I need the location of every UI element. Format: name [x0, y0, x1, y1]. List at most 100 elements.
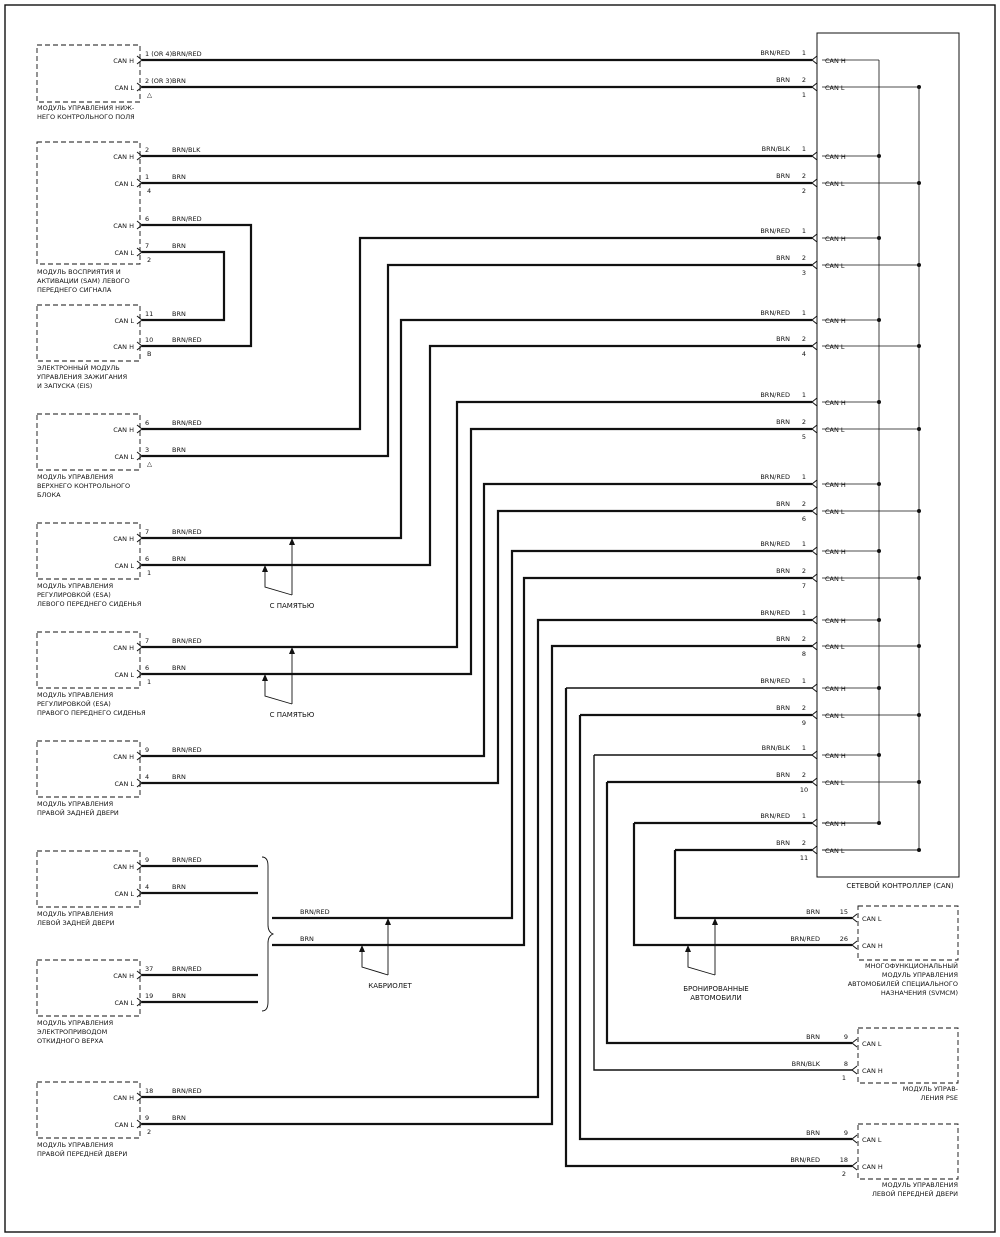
pin-label: CAN H — [825, 617, 846, 625]
wire-color: BRN — [172, 1114, 186, 1122]
pin-label: CAN H — [825, 153, 846, 161]
wire-color: BRN — [806, 908, 820, 916]
pin-number: 4 — [145, 883, 149, 891]
pin-number: 2 — [802, 418, 806, 426]
module-title: ЛЕНИЯ PSE — [921, 1094, 958, 1102]
module-title: МОДУЛЬ УПРАВЛЕНИЯ — [37, 800, 113, 808]
pin-label: CAN H — [862, 1163, 883, 1171]
wire-color: BRN/RED — [760, 227, 790, 235]
pin-label: CAN L — [114, 317, 134, 325]
pin-number: 1 — [802, 391, 806, 399]
pin-number: 1 — [145, 173, 149, 181]
pin-number: 6 — [145, 664, 149, 672]
module-title: МОДУЛЬ УПРАВЛЕНИЯ — [37, 691, 113, 699]
module-title: БЛОКА — [37, 491, 61, 499]
pin-number: 1 — [802, 49, 806, 57]
module-box — [36, 413, 141, 471]
pin-label: CAN L — [114, 780, 134, 788]
pin-label: CAN L — [114, 562, 134, 570]
wire-color: BRN/BLK — [762, 744, 791, 752]
connector-id: 3 — [802, 269, 806, 277]
connector-chevron — [811, 750, 818, 760]
connector-chevron — [136, 247, 143, 257]
pin-number: 2 — [802, 172, 806, 180]
pin-number: 2 — [802, 704, 806, 712]
wire-color: BRN/RED — [760, 540, 790, 548]
pin-number: 19 — [145, 992, 153, 1000]
connector-chevron — [811, 55, 818, 65]
module-box — [36, 1081, 141, 1139]
harness-wire — [272, 576, 812, 947]
pin-label: CAN H — [825, 752, 846, 760]
connector-chevron — [136, 424, 143, 434]
pin-label: CAN L — [825, 508, 845, 516]
connector-chevron — [851, 1161, 858, 1171]
module-title: ПРАВОЙ ПЕРЕДНЕЙ ДВЕРИ — [37, 1149, 127, 1158]
wire-color: BRN/RED — [172, 746, 202, 754]
pin-label: CAN L — [825, 847, 845, 855]
pin-label: CAN L — [114, 180, 134, 188]
connector-chevron — [811, 641, 818, 651]
connector-id: 1 — [802, 91, 806, 99]
pin-label: CAN H — [113, 222, 134, 230]
harness-wire — [142, 263, 812, 458]
wire-color: BRN — [172, 173, 186, 181]
wire-color: BRN/RED — [172, 419, 202, 427]
note-line — [687, 951, 716, 976]
arrow-head — [289, 647, 295, 654]
wire-color: BRN — [172, 77, 186, 85]
connector-id: 10 — [800, 786, 808, 794]
module-box — [36, 522, 141, 580]
arrow-head — [262, 565, 268, 572]
internal-bus-l — [822, 87, 920, 851]
wire-color: BRN/RED — [760, 677, 790, 685]
module-title: ЭЛЕКТРОННЫЙ МОДУЛЬ — [37, 363, 120, 372]
wire-color: BRN — [172, 664, 186, 672]
arrow-head — [289, 538, 295, 545]
pin-label: CAN L — [114, 671, 134, 679]
connector-chevron — [136, 341, 143, 351]
module-title: И ЗАПУСКА (EIS) — [37, 382, 92, 390]
wire-color: BRN/RED — [760, 609, 790, 617]
connector-chevron — [811, 845, 818, 855]
can-controller-title: СЕТЕВОЙ КОНТРОЛЛЕР (CAN) — [846, 881, 954, 890]
pin-number: 1 — [802, 677, 806, 685]
pin-label: CAN H — [862, 942, 883, 950]
connector-chevron — [136, 1119, 143, 1129]
pin-number: 9 — [145, 746, 149, 754]
pin-number: 15 — [840, 908, 848, 916]
wire-color: BRN — [776, 418, 790, 426]
connector-chevron — [136, 751, 143, 761]
note-armored: АВТОМОБИЛИ — [690, 994, 741, 1002]
connector-chevron — [811, 315, 818, 325]
connector-chevron — [811, 424, 818, 434]
pin-number: 2 — [145, 146, 149, 154]
connector-chevron — [811, 777, 818, 787]
harness-wire — [142, 509, 812, 785]
wire-color: BRN/BLK — [792, 1060, 821, 1068]
wire-color: BRN/RED — [760, 812, 790, 820]
module-title: МОДУЛЬ УПРАВ- — [903, 1085, 959, 1093]
pin-number: 7 — [145, 528, 149, 536]
harness-wire — [593, 755, 852, 1071]
module-box — [857, 1027, 959, 1084]
connector-id: 4 — [802, 350, 806, 358]
wire-color: BRN/RED — [300, 908, 330, 916]
pin-label: CAN H — [862, 1067, 883, 1075]
connector-id: 1 — [842, 1074, 846, 1082]
connector-chevron — [136, 642, 143, 652]
pin-label: CAN L — [825, 180, 845, 188]
harness-wire — [142, 644, 812, 1126]
pin-number: 2 — [802, 567, 806, 575]
connector-chevron — [811, 82, 818, 92]
module-title: МОДУЛЬ УПРАВЛЕНИЯ НИЖ- — [37, 104, 135, 112]
pin-number: 6 — [145, 215, 149, 223]
note-armored: БРОНИРОВАННЫЕ — [683, 985, 748, 993]
connector-id: 2 — [147, 256, 151, 264]
harness-wire — [142, 318, 812, 540]
pin-number: 1 — [802, 227, 806, 235]
pin-number: 2 — [802, 839, 806, 847]
connector-chevron — [136, 669, 143, 679]
module-title: МОДУЛЬ УПРАВЛЕНИЯ — [882, 971, 958, 979]
